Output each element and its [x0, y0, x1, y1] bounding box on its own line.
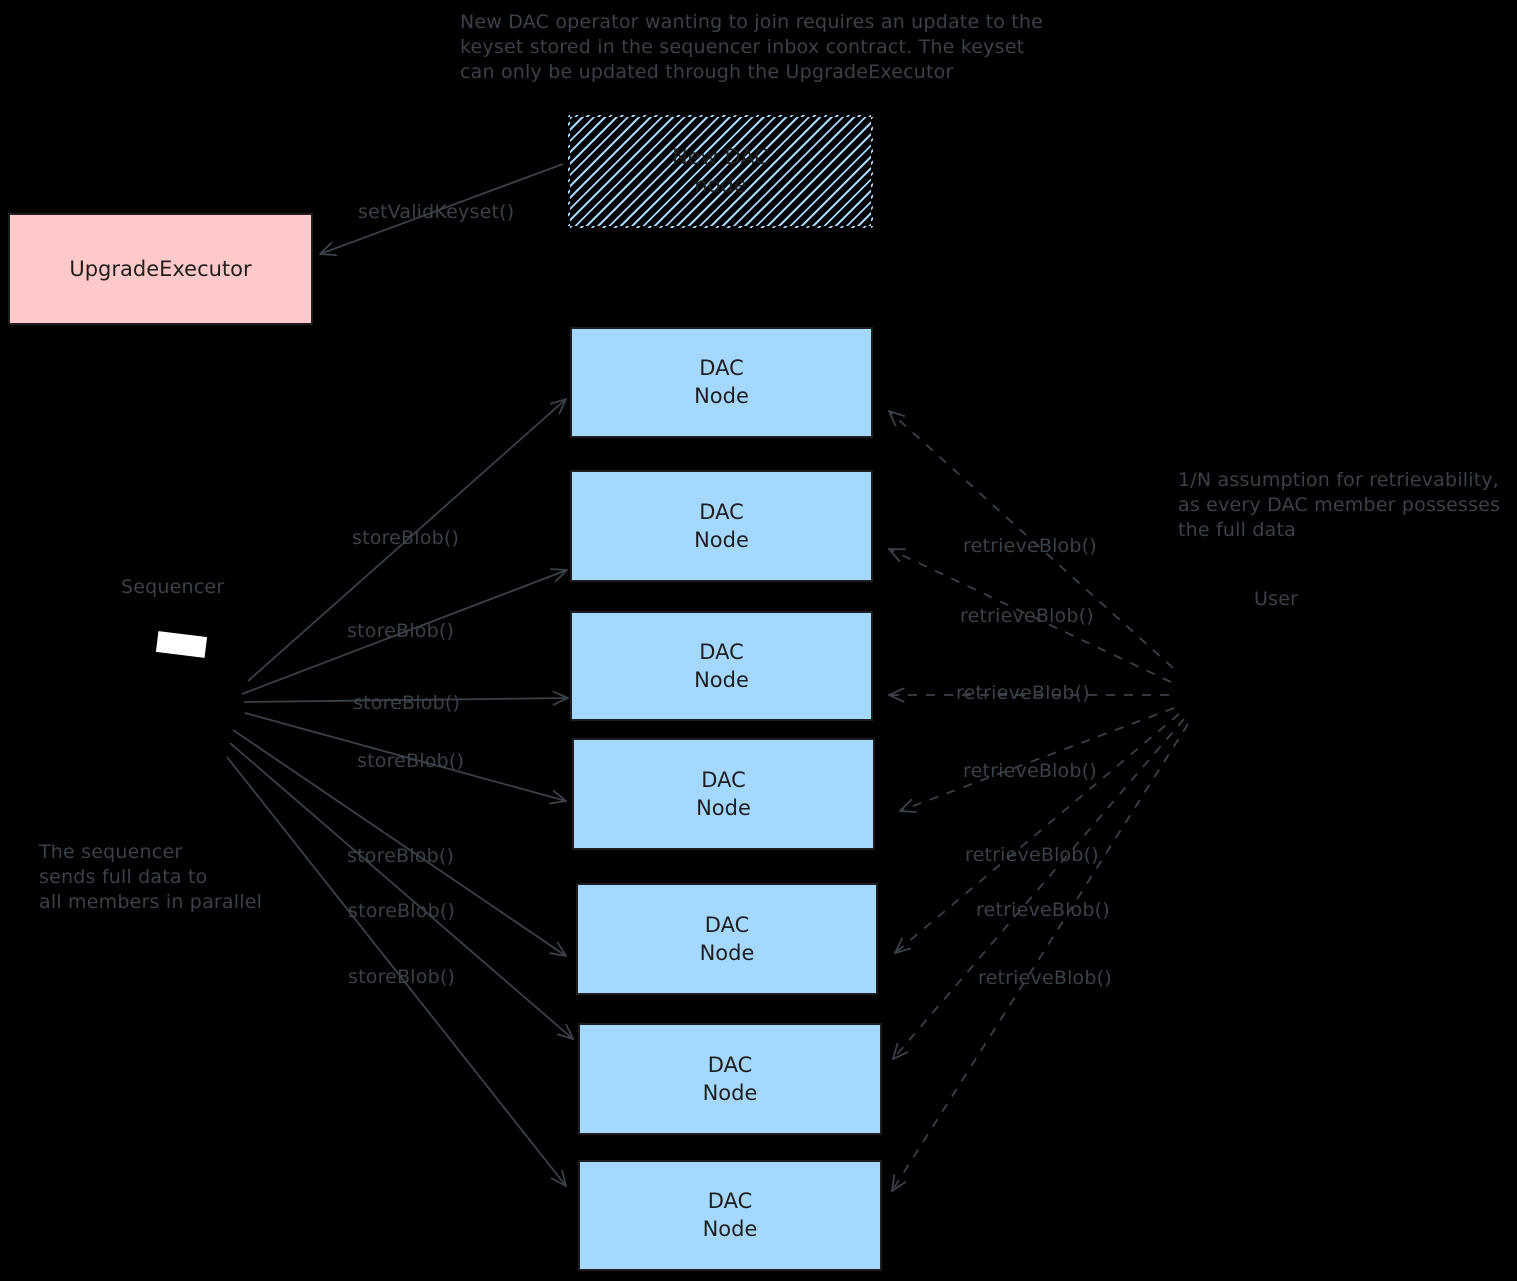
- note-keyset-update: New DAC operator wanting to join require…: [460, 10, 1043, 85]
- arrow-label-set-valid-keyset: setValidKeyset(): [358, 201, 515, 223]
- note-keyset-update-line1: New DAC operator wanting to join require…: [460, 11, 1044, 33]
- dac-node-label-line1: DAC: [707, 1189, 753, 1213]
- arrow-label-store-blob-7: storeBlob(): [348, 966, 456, 988]
- upgrade-executor-box: UpgradeExecutor: [8, 213, 313, 325]
- dac-node-label-line1: DAC: [699, 499, 744, 524]
- arrow-label-store-blob-6: storeBlob(): [348, 900, 456, 922]
- upgrade-executor-label: UpgradeExecutor: [69, 256, 252, 281]
- dac-node-label-line2: Node: [702, 1217, 758, 1241]
- dac-node-box-2: DAC Node: [570, 470, 873, 582]
- note-sequencer-parallel-line1: The sequencer: [39, 841, 183, 863]
- dac-node-label-line2: Node: [694, 527, 749, 552]
- new-dac-node-box: New DAC node: [568, 115, 873, 228]
- sequencer-laptop-screen-icon: [155, 631, 208, 658]
- dac-node-label-line2: Node: [702, 1080, 758, 1105]
- arrow-label-store-blob-2: storeBlob(): [347, 620, 455, 642]
- arrow-label-retrieve-blob-7: retrieveBlob(): [978, 967, 1112, 989]
- arrow-label-store-blob-3: storeBlob(): [353, 692, 461, 714]
- dac-node-box-3: DAC Node: [570, 611, 873, 721]
- dac-node-label-line1: DAC: [701, 767, 746, 792]
- new-dac-node-label-line1: New DAC: [672, 145, 769, 169]
- arrow-label-retrieve-blob-5: retrieveBlob(): [965, 844, 1099, 866]
- note-keyset-update-line2: keyset stored in the sequencer inbox con…: [460, 36, 1025, 58]
- dac-node-label-line2: Node: [694, 384, 749, 408]
- dac-node-label-line2: Node: [699, 940, 755, 965]
- note-retrievability-line1: 1/N assumption for retrievability,: [1178, 469, 1500, 491]
- arrow-label-retrieve-blob-1: retrieveBlob(): [963, 535, 1097, 557]
- arrow-label-store-blob-5: storeBlob(): [347, 845, 455, 867]
- note-sequencer-parallel-line3: all members in parallel: [39, 891, 263, 913]
- arrow-label-retrieve-blob-3: retrieveBlob(): [956, 682, 1090, 704]
- dac-node-label-line1: DAC: [707, 1052, 753, 1077]
- note-keyset-update-line3: can only be updated through the UpgradeE…: [460, 61, 954, 83]
- dac-node-label-line2: Node: [696, 795, 751, 820]
- dac-node-label-line1: DAC: [699, 356, 744, 380]
- arrow-label-store-blob-1: storeBlob(): [352, 527, 460, 549]
- dac-node-label-line1: DAC: [699, 639, 744, 664]
- dac-node-box-1: DAC Node: [570, 327, 873, 438]
- user-label: User: [1254, 588, 1299, 610]
- arrow-label-retrieve-blob-6: retrieveBlob(): [976, 899, 1110, 921]
- dac-node-box-5: DAC Node: [576, 883, 878, 995]
- note-retrievability: 1/N assumption for retrievability, as ev…: [1178, 468, 1500, 543]
- arrow-label-retrieve-blob-2: retrieveBlob(): [960, 605, 1094, 627]
- note-sequencer-parallel-line2: sends full data to: [39, 866, 208, 888]
- dac-node-label-line1: DAC: [704, 912, 750, 937]
- sequencer-label: Sequencer: [121, 576, 225, 598]
- arrow-label-retrieve-blob-4: retrieveBlob(): [963, 760, 1097, 782]
- arrow-label-store-blob-4: storeBlob(): [357, 750, 465, 772]
- dac-node-label-line2: Node: [694, 667, 749, 692]
- note-retrievability-line2: as every DAC member possesses: [1178, 494, 1501, 516]
- retrieve-blob-arrow-7: [891, 723, 1189, 1192]
- new-dac-node-label-line2: node: [694, 173, 747, 197]
- dac-node-box-7: DAC Node: [578, 1160, 882, 1271]
- store-blob-arrow-6: [229, 742, 574, 1040]
- dac-node-box-4: DAC Node: [572, 738, 875, 850]
- note-sequencer-parallel: The sequencer sends full data to all mem…: [39, 840, 262, 915]
- note-retrievability-line3: the full data: [1178, 519, 1296, 541]
- dac-node-box-6: DAC Node: [578, 1023, 882, 1135]
